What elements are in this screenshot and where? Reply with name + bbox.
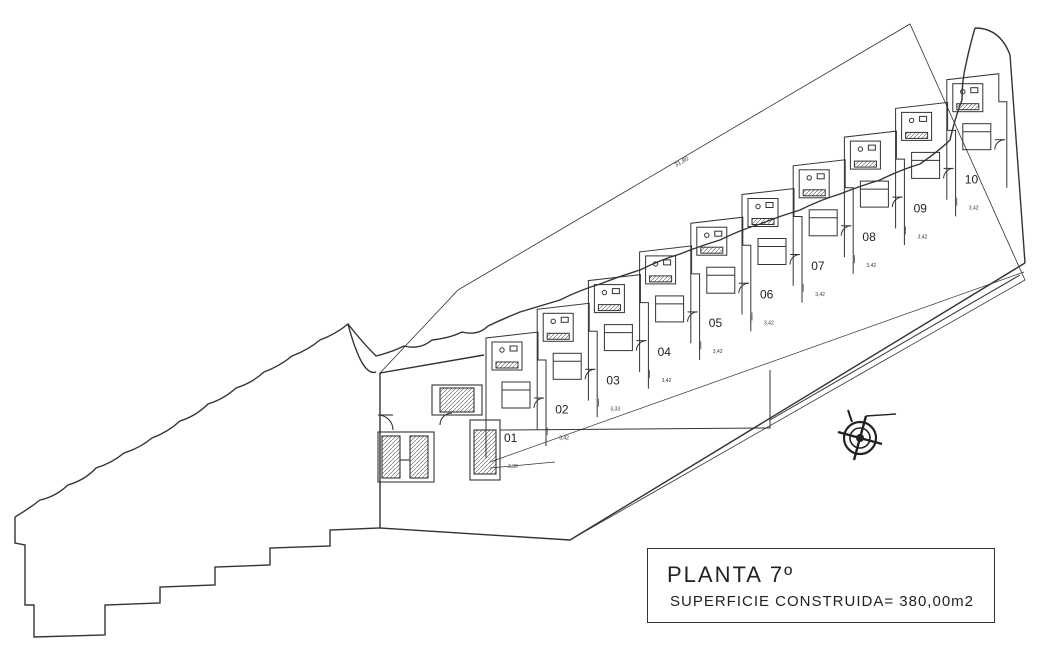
dimension-label: 3,42 [969, 206, 979, 212]
room-label: 05 [709, 316, 723, 330]
room-02: 02 [536, 302, 598, 430]
room-10: 10 [946, 73, 1008, 200]
east-wing-outline [379, 23, 1026, 541]
room-label: 10 [965, 173, 979, 187]
dimension-label: 3,33 [610, 407, 620, 413]
room-06: 06 [741, 187, 803, 315]
room-label: 07 [811, 259, 825, 273]
room-label: 09 [914, 201, 928, 215]
dimension-label: 3,42 [559, 435, 569, 441]
room-label: 03 [606, 374, 620, 388]
built-area: SUPERFICIE CONSTRUIDA= 380,00m2 [670, 593, 974, 610]
compass-rose-icon [837, 409, 897, 461]
overall-dimension: 31,80 [674, 156, 691, 169]
room-label: 06 [760, 288, 774, 302]
room-05: 05 [690, 216, 752, 344]
dimension-label: 3,30 [508, 464, 518, 470]
room-label: 02 [555, 402, 569, 416]
dimension-label: 3,42 [764, 321, 774, 327]
dimension-label: 3,42 [662, 378, 672, 384]
dimension-label: 3,42 [918, 234, 928, 240]
west-wing-outline [14, 322, 489, 638]
room-08: 08 [843, 130, 905, 258]
room-label: 01 [504, 431, 518, 445]
room-label: 08 [862, 230, 876, 244]
room-07: 07 [792, 159, 854, 286]
dimension-label: 3,42 [866, 263, 876, 269]
room-label: 04 [658, 345, 672, 359]
room-04: 04 [639, 245, 701, 372]
corridor-lines [499, 274, 1021, 431]
room-03: 03 [587, 274, 649, 401]
rooms-layer: 01 02 03 04 05 06 07 08 09 10 [485, 73, 1008, 458]
dimension-label: 3,42 [713, 349, 723, 355]
title-block: PLANTA 7º SUPERFICIE CONSTRUIDA= 380,00m… [647, 548, 995, 623]
dimension-label: 3,42 [815, 292, 825, 298]
plan-title: PLANTA 7º [667, 562, 795, 587]
stair-core [377, 384, 501, 483]
dimension-chain [489, 197, 1025, 469]
